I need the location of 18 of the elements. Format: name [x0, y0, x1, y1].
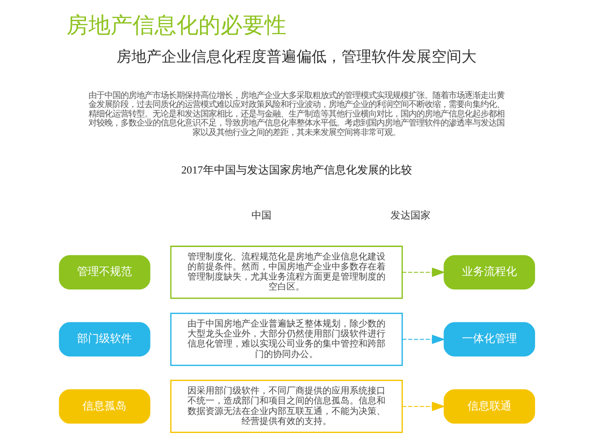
label: 由于中国的房地产市场长期保持高位增长，房地产企业大多采取粗放式的管理模式实现规模扩张。随着市场逐渐走出黄金发展阶段，过去同质化的运营模式难以应对政策风险和行业波动，房地产企业的利润空间不断收缩，需要向集约化、精细化运营转型。无论是和发达国家相比，还是与金融、生产制造等其他行业横向对比，国内的房地产信息化起步都相对较晚，多数企业的信息化意识不足，导致房地产信息化率整体水平低。考虑到国内房地产管理软件的渗透率与发达国家以及其他行业之间的差距，其未来发展空间将非常可观。	[88, 90, 505, 137]
node-box: 一体化管理	[444, 322, 536, 357]
arrow	[402, 268, 446, 277]
node-box: 信息孤岛	[58, 389, 150, 424]
label: 2017年中国与发达国家房地产信息化发展的比较	[181, 164, 412, 177]
node-box: 信息联通	[444, 389, 536, 424]
label: 发达国家	[390, 210, 431, 222]
node-box: 因采用部门级软件，不同厂商提供的应用系统接口不统一，造成部门和项目之间的信息孤岛。信息和数据资源无法在企业内部互联互通，不能为决策、经营提供有效的支持。	[170, 380, 403, 434]
node-box: 管理制度化、流程规范化是房地产企业信息化建设的前提条件。然而，中国房地产企业中多数存在着管理制度缺失，尤其业务流程方面更是管理制度的空白区。	[170, 246, 403, 299]
arrow	[402, 402, 446, 412]
label: 中国	[251, 210, 272, 222]
node-box: 部门级软件	[58, 322, 150, 357]
diagram-title: 房地产信息化的必要性	[66, 13, 286, 38]
label: 房地产企业信息化程度普遍偏低，管理软件发展空间大	[116, 47, 477, 66]
node-box: 由于中国房地产企业普遍缺乏整体规划，除少数的大型龙头企业外，大部分仍然使用部门级软件进行信息化管理，难以实现公司业务的集中管控和跨部门的协同办公。	[170, 312, 403, 366]
node-box: 管理不规范	[58, 255, 150, 290]
node-box: 业务流程化	[444, 255, 536, 290]
arrow	[402, 334, 446, 344]
